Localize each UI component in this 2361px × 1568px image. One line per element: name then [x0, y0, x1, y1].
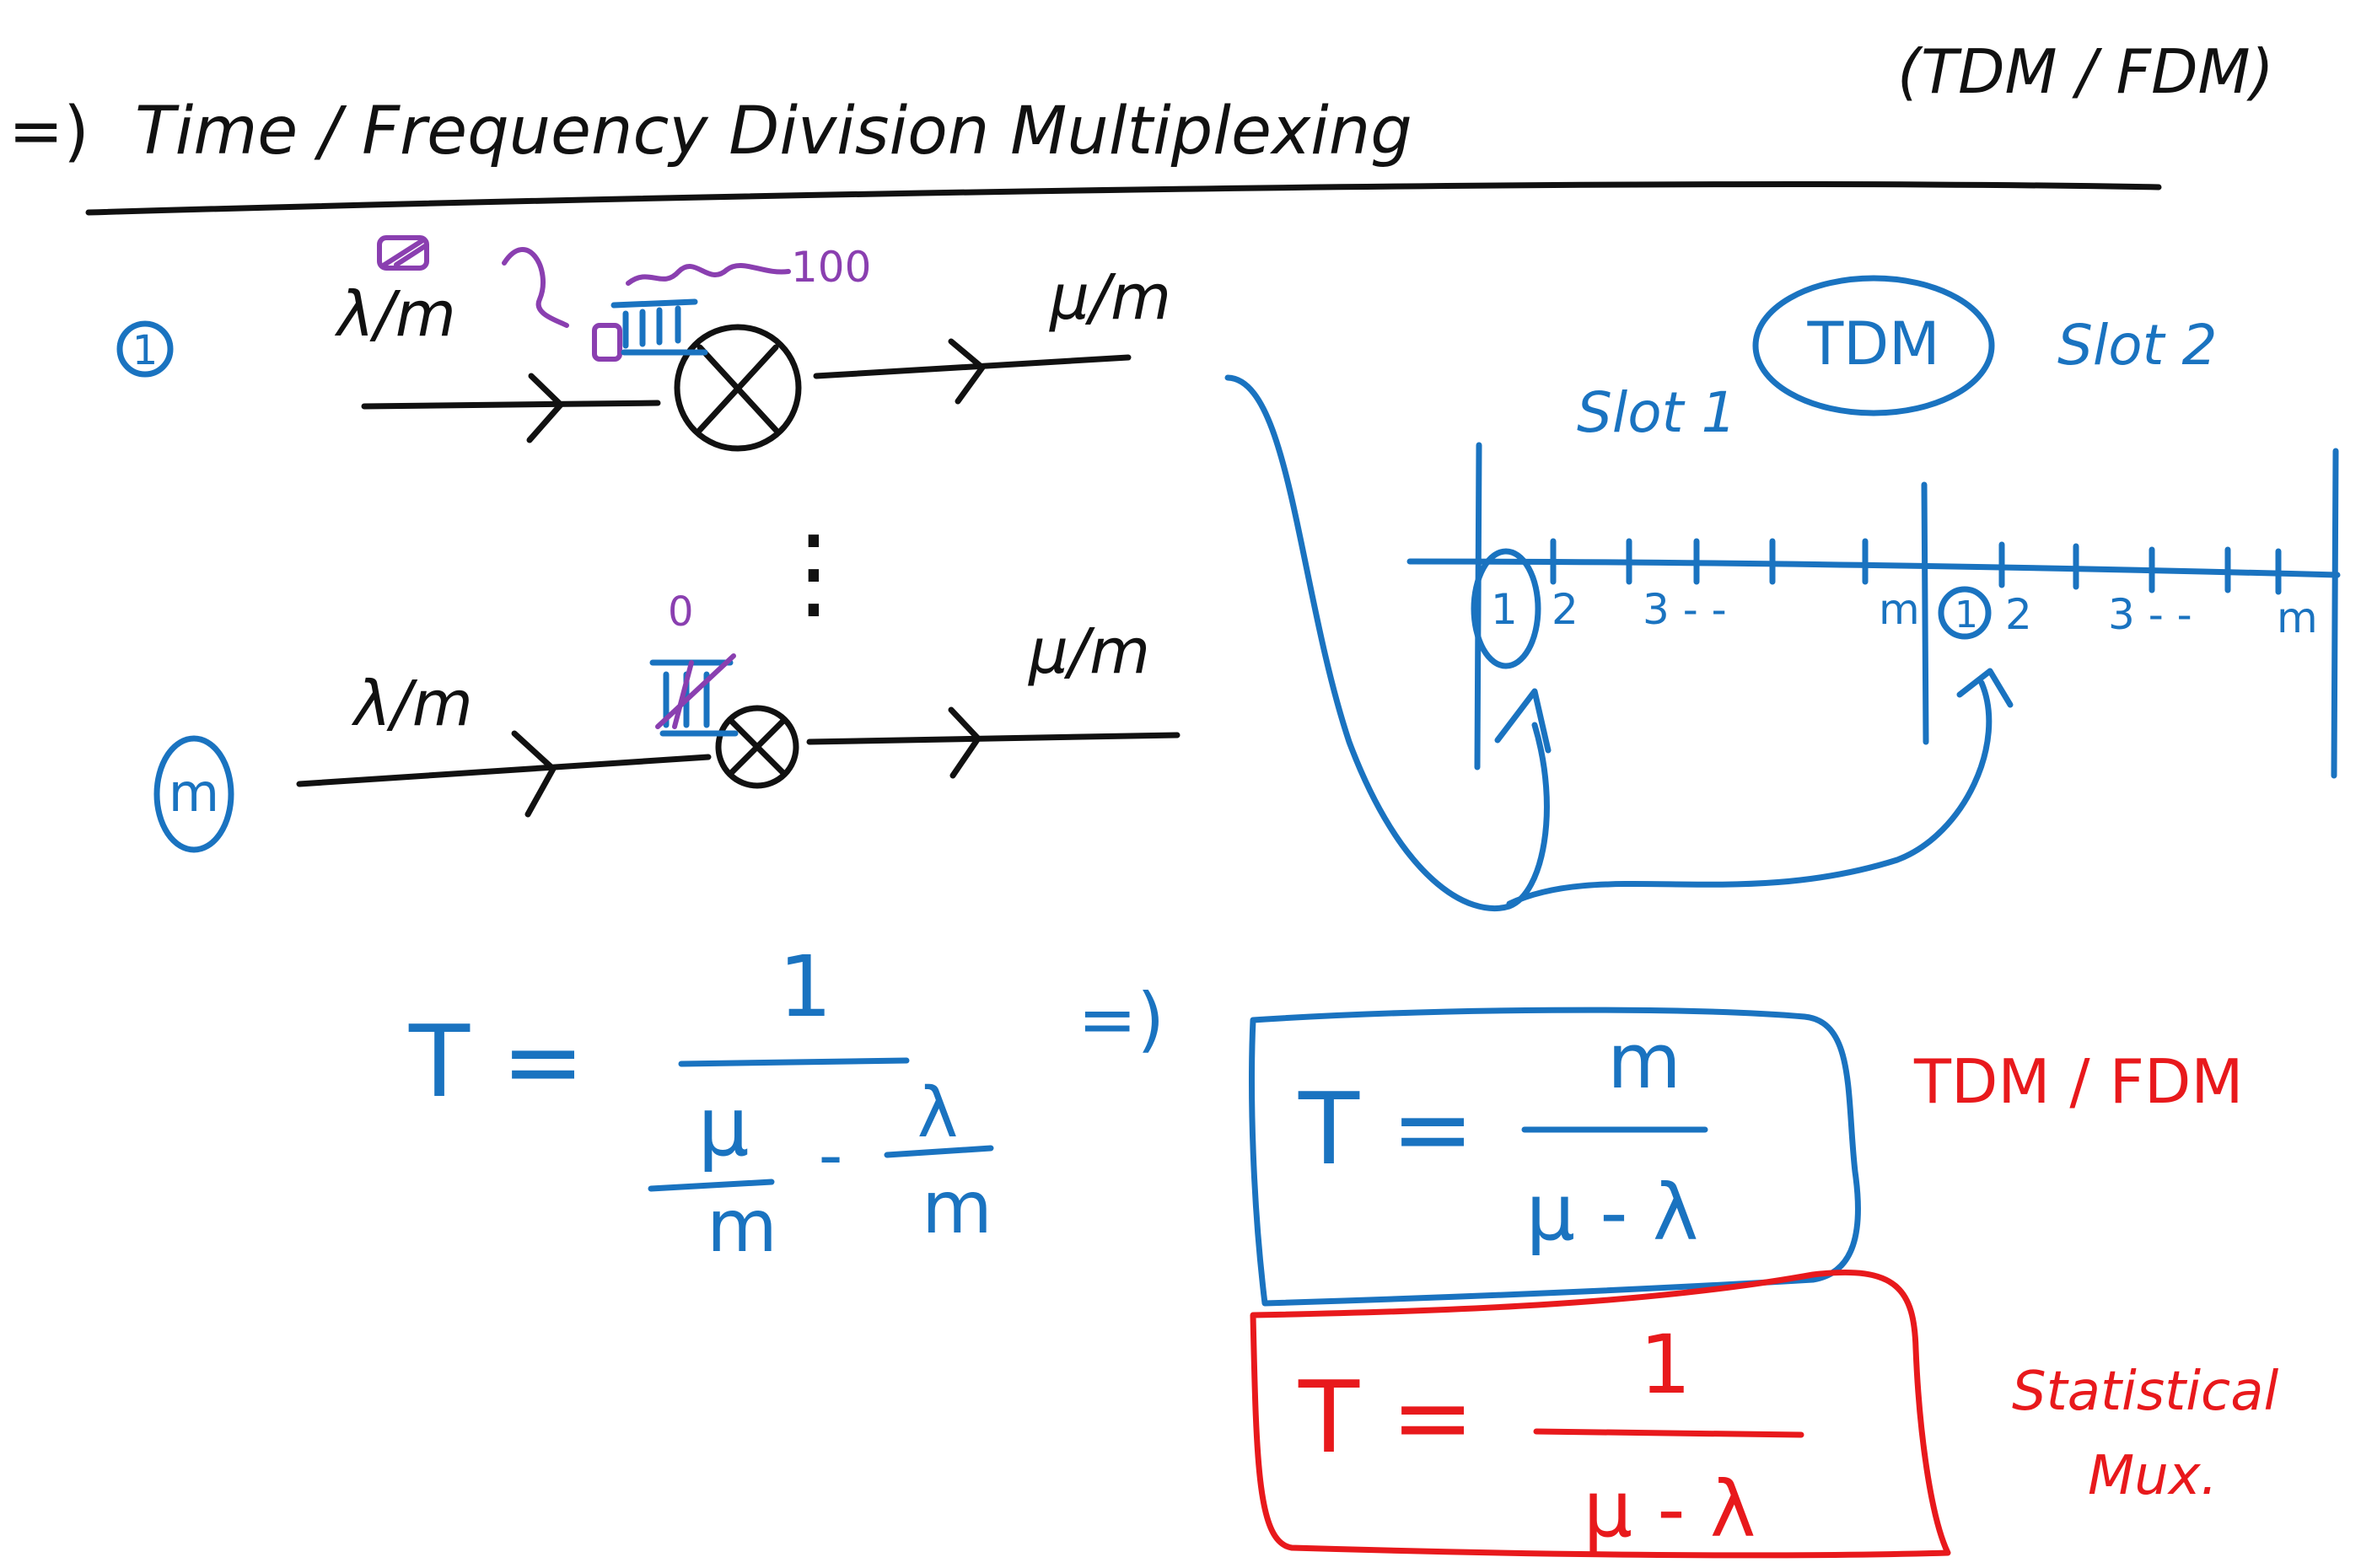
channel-1-input-arrow	[526, 373, 564, 443]
channel-1-multiplexer	[674, 324, 802, 452]
channel-m-multiplexer	[715, 705, 799, 789]
formula-general-den-left-den: m	[707, 1184, 777, 1269]
formula-tdm-num: m	[1607, 1018, 1681, 1106]
implies-arrow: =)	[1078, 978, 1164, 1061]
title-arrow: =)	[8, 94, 89, 169]
channel-m-buffer-strike	[655, 653, 736, 729]
channel-1-multiplexer-cross	[696, 344, 779, 433]
formula-tdm-box	[1249, 1007, 1861, 1307]
tdm-ticks	[1550, 538, 2282, 595]
title-text: Time / Frequency Division Multiplexing	[135, 94, 1412, 169]
channel-1-in-rate: λ/m	[334, 278, 456, 351]
formula-general-lhs: T =	[408, 1003, 584, 1120]
formula-stat-fraction-bar	[1533, 1428, 1804, 1438]
channel-1-index: 1	[132, 327, 159, 374]
tdm-slot2-label: Slot 2	[2057, 313, 2217, 378]
channel-m-output-arrow	[948, 706, 982, 779]
channel-1-queue-hatch	[382, 239, 428, 267]
channel-1-output-arrow	[948, 338, 986, 405]
tdm-time-axis	[1406, 558, 2341, 578]
formula-general-fraction-bar	[678, 1057, 910, 1067]
channel-m-output-line	[806, 732, 1180, 745]
tdm-diagram: TDM Slot 1 Slot 2 1 2 3 - - m 1 2 3 - - …	[1224, 275, 2341, 912]
formula-general-den-right-den: m	[922, 1166, 992, 1250]
channel-m-out-rate: μ/m	[1028, 615, 1150, 688]
tdm-slot1-tick-m: m	[1879, 585, 1920, 634]
tdm-slot2-tick-m: m	[2277, 593, 2318, 642]
formula-stat-num: 1	[1639, 1318, 1691, 1412]
tdm-slot-boundary-2	[2331, 448, 2339, 779]
channel-1: 1 λ/m μ/m 100	[116, 235, 1171, 452]
formula-general-den-left-bar	[648, 1179, 775, 1192]
channel-m-queue-count: 0	[668, 588, 694, 636]
channel-m-index: m	[169, 762, 219, 824]
formula-tdm-lhs: T =	[1298, 1071, 1474, 1187]
formula-general-num: 1	[778, 937, 832, 1036]
channel-1-queue-icon-bottom	[592, 323, 622, 362]
formula-general-den-left-num: μ	[697, 1080, 749, 1174]
channel-m-in-rate: λ/m	[351, 668, 473, 740]
formula-general-minus: -	[819, 1116, 843, 1195]
tdm-arrow-head-2	[1956, 668, 2014, 708]
channel-m-multiplexer-cross	[729, 718, 786, 776]
formula-stat-label-line2: Mux.	[2088, 1445, 2218, 1507]
formula-stat-box	[1250, 1269, 1951, 1559]
channel-1-queue-count: 100	[791, 243, 871, 292]
title-group: =) Time / Frequency Division Multiplexin…	[8, 36, 2274, 216]
channel-m-input-line	[296, 754, 712, 787]
channel-m-index-circle	[153, 735, 234, 853]
tdm-arrow-head-1	[1494, 688, 1552, 754]
formula-tdm: T = m μ - λ TDM / FDM	[1249, 1007, 2244, 1307]
channel-1-input-line	[361, 400, 661, 410]
tdm-slot-boundary-1	[1921, 481, 1929, 745]
formula-general-den-right-num: λ	[917, 1073, 959, 1153]
formula-tdm-den: μ - λ	[1526, 1168, 1699, 1258]
tdm-slot2-tick-1: 1	[1955, 593, 1978, 636]
formula-stat: T = 1 μ - λ Statistical Mux.	[1250, 1269, 2278, 1559]
channel-m-input-arrow	[511, 730, 557, 818]
formula-stat-label-line1: Statistical	[2012, 1361, 2278, 1423]
tdm-slot1-first-highlight	[1471, 548, 1541, 669]
channel-1-queue-wave	[626, 263, 791, 286]
channel-1-queue-icon-top	[377, 235, 429, 271]
tdm-slot2-first-highlight	[1938, 586, 1992, 640]
channel-1-buffer	[610, 298, 708, 356]
tdm-label: TDM	[1806, 309, 1939, 379]
channel-1-out-rate: μ/m	[1049, 261, 1171, 334]
formula-stat-lhs: T =	[1298, 1359, 1474, 1475]
tdm-slot-boundary-0	[1474, 442, 1482, 771]
tdm-slot1-tick-3: 3 - -	[1643, 585, 1727, 634]
tdm-label-circle	[1752, 275, 1995, 416]
channel-1-queue-squiggle	[502, 247, 569, 328]
channel-1-index-circle	[116, 320, 174, 378]
tdm-link-curve	[1506, 679, 1993, 907]
tdm-slot1-tick-1: 1	[1491, 585, 1518, 634]
title-underline	[85, 181, 2162, 216]
channel-ellipsis: ⋮	[763, 514, 864, 631]
tdm-slot2-tick-3: 3 - -	[2108, 590, 2192, 639]
tdm-slot1-label: Slot 1	[1577, 380, 1736, 445]
channel-m: m λ/m μ/m 0	[153, 588, 1180, 853]
formula-stat-den: μ - λ	[1584, 1464, 1756, 1555]
formula-general: T = 1 μ m - λ m	[408, 937, 994, 1269]
tdm-slot1-tick-2: 2	[1552, 585, 1578, 634]
channel-1-output-line	[813, 354, 1132, 379]
tdm-bracket-curve	[1224, 374, 1550, 912]
tdm-slot2-tick-2: 2	[2005, 590, 2032, 639]
formula-tdm-label: TDM / FDM	[1913, 1046, 2244, 1117]
formula-general-den-right-bar	[884, 1145, 994, 1158]
title-abbrev: (TDM / FDM)	[1897, 36, 2274, 107]
